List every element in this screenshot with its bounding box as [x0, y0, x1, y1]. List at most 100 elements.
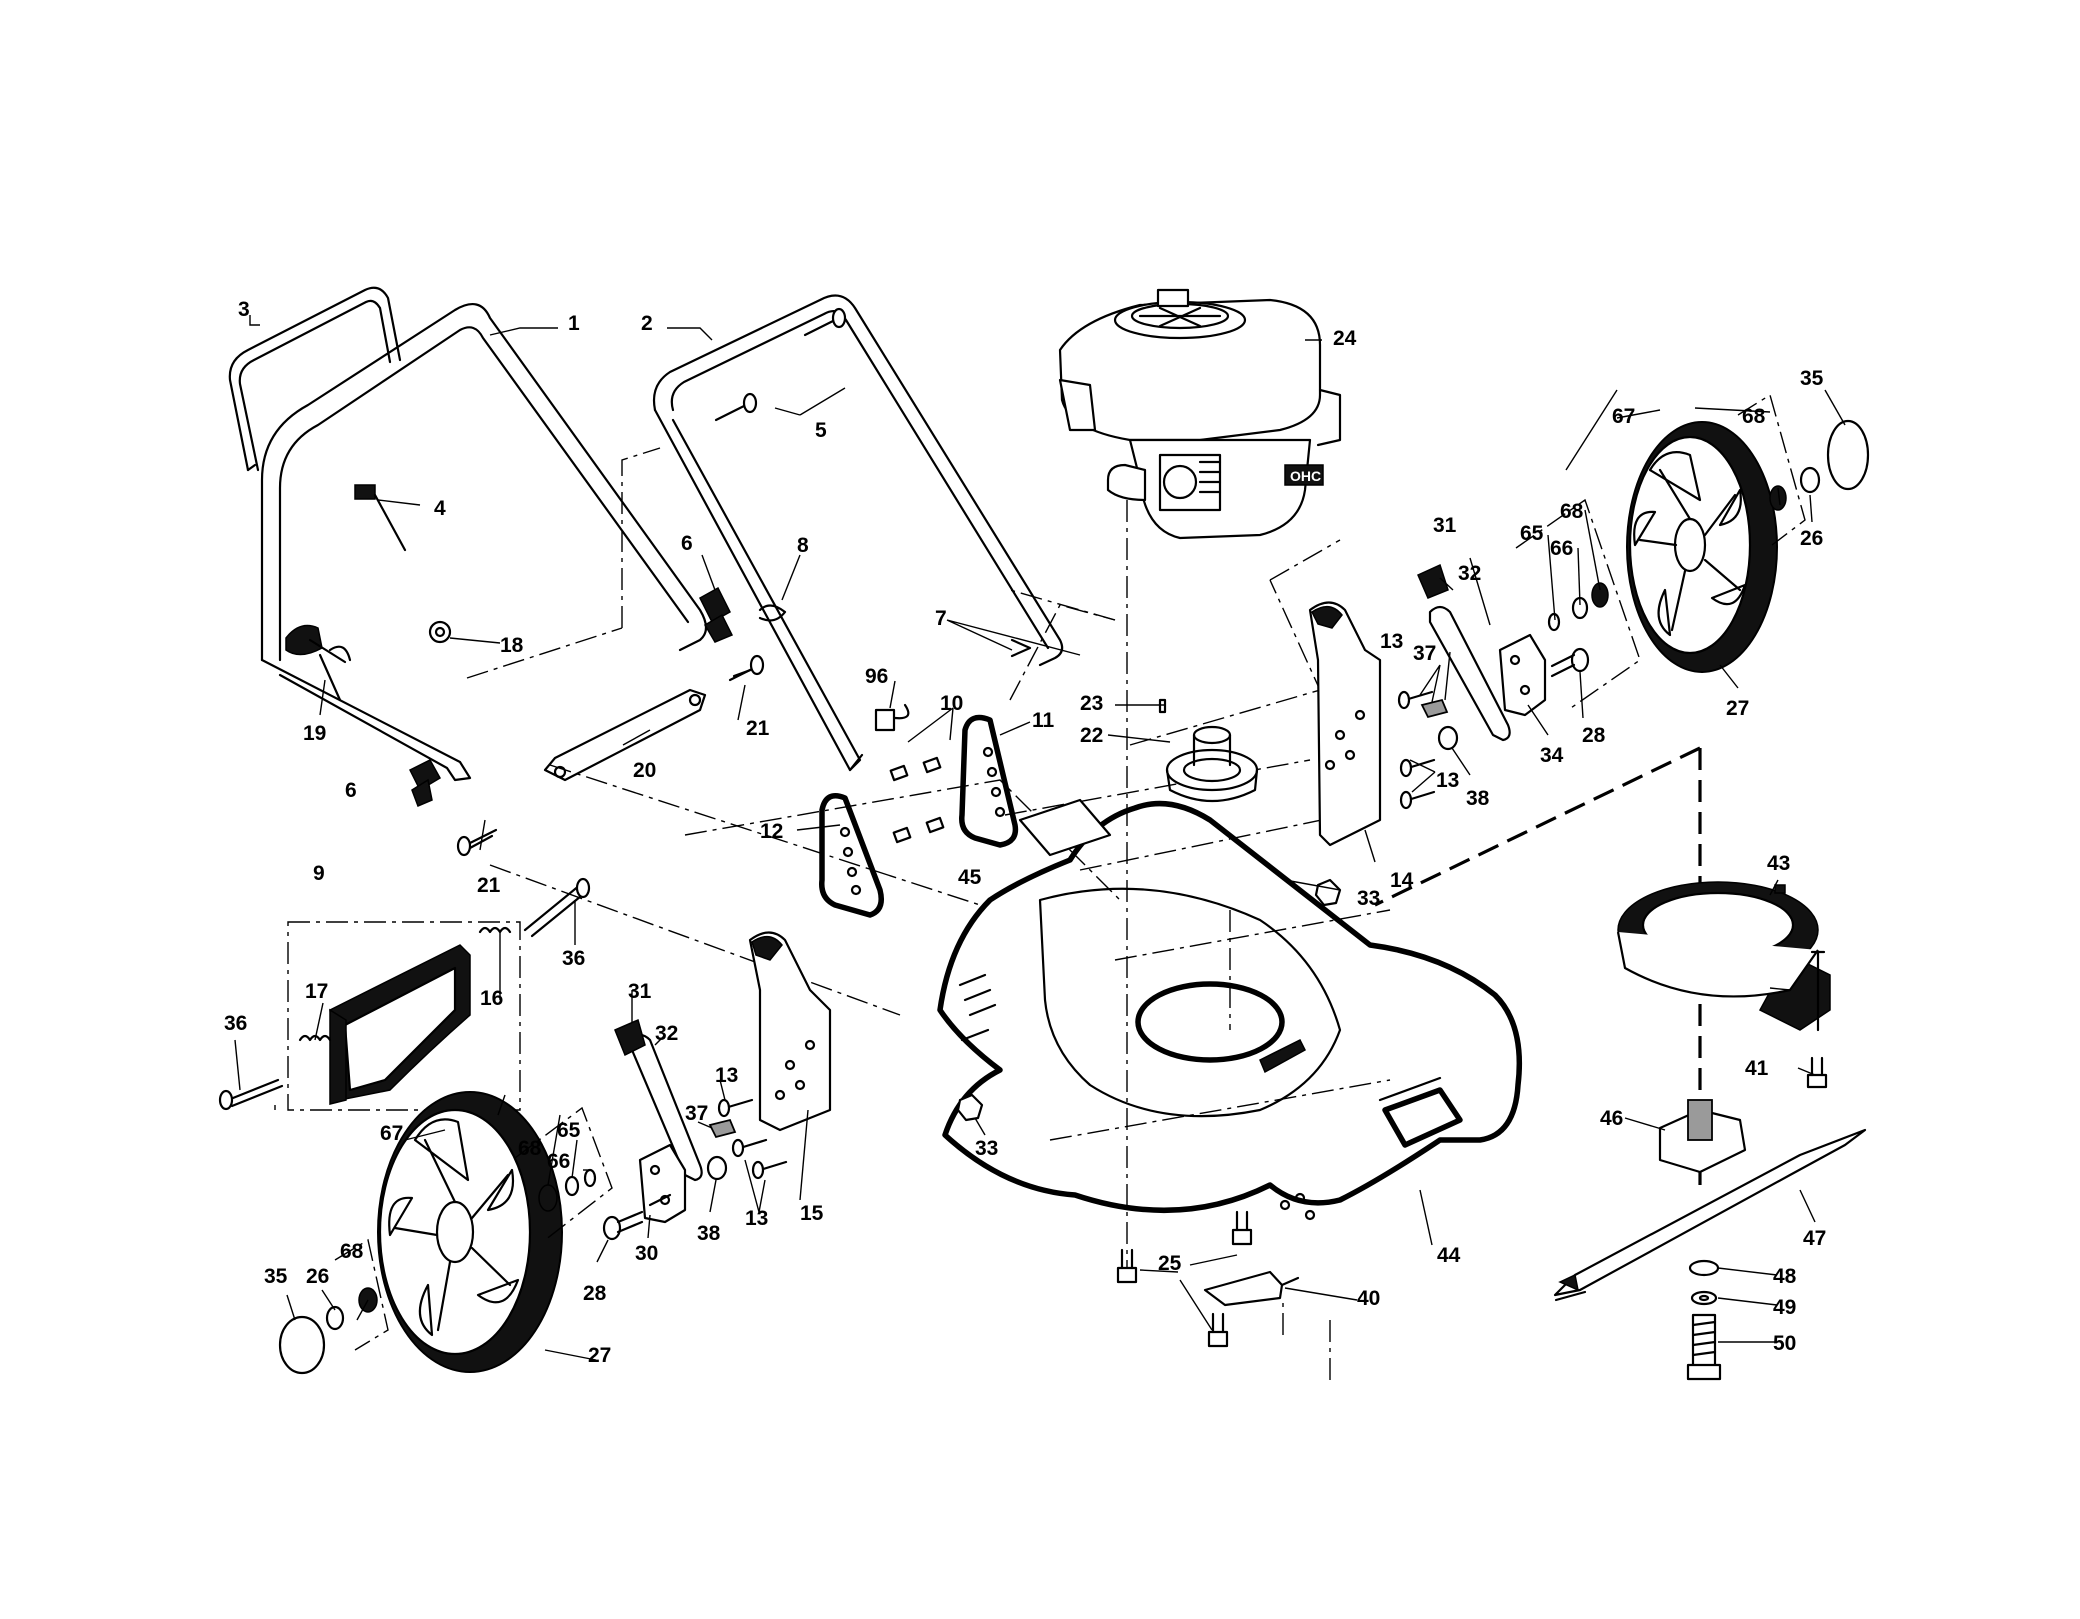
- callout-66b: 66: [1550, 537, 1573, 560]
- bracket-40: [1203, 1270, 1300, 1307]
- washer: [428, 620, 452, 644]
- blade-hardware: [1686, 1259, 1722, 1381]
- callout-23: 23: [1080, 692, 1103, 715]
- callout-68c: 68: [1560, 500, 1584, 523]
- callout-49: 49: [1773, 1296, 1796, 1319]
- callout-68d: 68: [1742, 405, 1766, 428]
- callout-68a: 68: [518, 1137, 542, 1160]
- cable-clip: [758, 604, 787, 622]
- bolt-41: [1806, 1056, 1828, 1089]
- deck-bolts-25: [1116, 1210, 1253, 1348]
- callout-35b: 35: [1800, 367, 1824, 390]
- height-plate-12: [819, 793, 884, 918]
- callout-34: 34: [1540, 744, 1564, 767]
- callout-9: 9: [313, 862, 325, 885]
- callout-26a: 26: [306, 1265, 329, 1288]
- rod-36: [218, 877, 591, 1111]
- key: [1158, 698, 1167, 714]
- bolt-21b: [456, 828, 498, 857]
- pulley: [1165, 725, 1259, 803]
- height-plate-11: [959, 714, 1019, 848]
- callout-26b: 26: [1800, 527, 1823, 550]
- shaft-tick: [1810, 950, 1826, 1032]
- axle-bracket-right: [1498, 633, 1547, 717]
- callout-65b: 65: [1520, 522, 1544, 545]
- bolts-5: [714, 307, 847, 422]
- callout-48: 48: [1773, 1265, 1797, 1288]
- callout-31a: 31: [628, 980, 652, 1003]
- callout-67a: 67: [380, 1122, 403, 1145]
- callout-3: 3: [238, 298, 250, 321]
- wheel-left-kit-box: [334, 1106, 613, 1351]
- callout-14: 14: [1390, 869, 1414, 892]
- upper-handle: [260, 302, 708, 782]
- callout-41: 41: [1745, 1057, 1769, 1080]
- deflector: [1018, 798, 1112, 857]
- bolts-37: [708, 698, 1449, 1139]
- lower-handle: [652, 294, 1064, 772]
- callout-labels: 3 1 2 5 4 6 8 7 18 96 10 11 21 19 20 6 1…: [224, 298, 1826, 1367]
- callout-13d: 13: [1436, 769, 1459, 792]
- callout-24: 24: [1333, 327, 1357, 350]
- callout-50: 50: [1773, 1332, 1796, 1355]
- callout-44: 44: [1437, 1244, 1461, 1267]
- wing-knob-lower: [408, 759, 442, 807]
- blade: [1553, 1128, 1867, 1302]
- callout-1: 1: [568, 312, 580, 335]
- blade-housing: [1616, 881, 1831, 1031]
- callout-5: 5: [815, 419, 827, 442]
- callout-33a: 33: [975, 1137, 998, 1160]
- engine: [1058, 288, 1342, 540]
- spacers-10: [889, 756, 945, 844]
- grips-31: [614, 563, 1449, 1057]
- callout-27a: 27: [588, 1344, 611, 1367]
- bracket-left: [748, 931, 832, 1132]
- callout-36b: 36: [224, 1012, 247, 1035]
- springs: [298, 926, 512, 1042]
- callout-6b: 6: [345, 779, 357, 802]
- baffle-kit-box: [287, 921, 521, 1111]
- engine-badge: OHC: [1290, 468, 1321, 484]
- lever-right: [1428, 605, 1511, 742]
- bolt-30: [648, 1193, 672, 1207]
- callout-33b: 33: [1357, 887, 1380, 910]
- bolt-21a: [728, 654, 765, 682]
- callout-12: 12: [760, 820, 783, 843]
- callout-32a: 32: [655, 1022, 678, 1045]
- callout-38b: 38: [1466, 787, 1490, 810]
- wheel-left: [377, 1091, 563, 1373]
- callout-40: 40: [1357, 1287, 1380, 1310]
- handle-rod: [543, 688, 707, 782]
- callout-7: 7: [935, 607, 947, 630]
- cable-tie: [874, 703, 910, 732]
- screws-13-left: [717, 1098, 788, 1180]
- wheel-left-hardware: [278, 1168, 597, 1375]
- callout-68b: 68: [340, 1240, 364, 1263]
- callout-31b: 31: [1433, 514, 1457, 537]
- callout-28a: 28: [583, 1282, 607, 1305]
- wheel-right-hardware: [1547, 419, 1870, 632]
- callout-11: 11: [1032, 709, 1055, 732]
- callout-13b: 13: [745, 1207, 768, 1230]
- callout-36a: 36: [562, 947, 585, 970]
- hairpin-clip: [1010, 638, 1032, 658]
- leader-lines: [234, 315, 1846, 1361]
- callout-13c: 13: [1380, 630, 1403, 653]
- wheel-right: [1626, 421, 1778, 673]
- callout-4: 4: [434, 497, 446, 520]
- wheel-right-kit-box: [1515, 393, 1806, 711]
- knob: [285, 624, 352, 702]
- callout-45: 45: [958, 866, 982, 889]
- callout-67b: 67: [1612, 405, 1635, 428]
- cable-guide: [354, 484, 407, 552]
- axle-bracket-left: [638, 1143, 687, 1224]
- callout-2: 2: [641, 312, 653, 335]
- baffle: [329, 944, 471, 1105]
- callout-13a: 13: [715, 1064, 738, 1087]
- callout-37b: 37: [1413, 642, 1436, 665]
- bracket-right: [1308, 601, 1382, 847]
- callout-27b: 27: [1726, 697, 1749, 720]
- callout-16: 16: [480, 987, 503, 1010]
